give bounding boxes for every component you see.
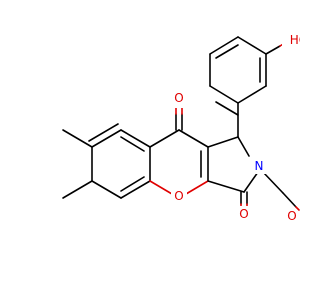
bond [185, 180, 209, 195]
bond [237, 136, 250, 157]
ring-oxygen-label: O [174, 189, 183, 203]
bond [215, 101, 239, 116]
bond [265, 45, 281, 55]
bond [88, 123, 119, 142]
bond [207, 180, 245, 193]
bond [209, 36, 239, 55]
ketone-oxygen-label: O [174, 91, 183, 105]
bond [295, 206, 300, 211]
ether-oxygen-label: O [287, 209, 296, 223]
bond [120, 136, 145, 152]
bond [62, 129, 93, 148]
bond [120, 180, 151, 199]
bond [209, 85, 239, 104]
bond [237, 85, 267, 104]
bond [282, 192, 297, 208]
bond [178, 129, 209, 148]
bond [91, 180, 122, 199]
bond [120, 176, 145, 192]
bond [215, 44, 239, 59]
bond [91, 129, 122, 148]
bond [237, 36, 267, 55]
bond [207, 136, 239, 148]
ring-nitrogen-label: N [255, 159, 264, 173]
bond [149, 180, 173, 195]
bond [120, 129, 151, 148]
bond [243, 171, 259, 193]
atom-labels: O O O N O HO [170, 32, 300, 223]
molecule-structure: O O O N O HO [62, 32, 300, 223]
bond [262, 171, 284, 194]
lactam-oxygen-label: O [239, 207, 248, 221]
hydroxyl-label: HO [290, 33, 300, 47]
bond [62, 180, 93, 199]
bond [149, 129, 180, 148]
